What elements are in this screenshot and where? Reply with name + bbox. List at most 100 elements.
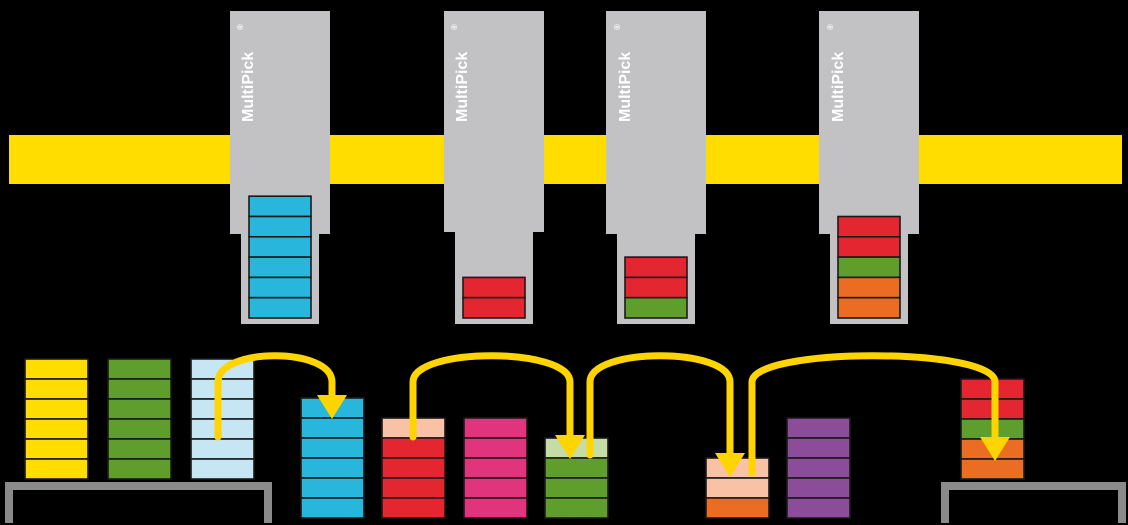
arrow-shaft	[586, 352, 734, 459]
held-crate	[837, 276, 901, 299]
picker-body	[444, 11, 544, 232]
held-crate	[248, 215, 312, 238]
held-crate	[462, 296, 526, 319]
held-crate	[462, 276, 526, 299]
held-crate	[837, 256, 901, 279]
floor-trays	[5, 482, 1126, 523]
arrow-head	[555, 435, 585, 459]
transfer-arrow	[748, 352, 1010, 477]
crate	[190, 378, 255, 400]
crate	[300, 477, 365, 499]
registered-mark: ®	[450, 24, 459, 30]
held-crate	[837, 296, 901, 319]
multipick-unit: MultiPick ®	[230, 11, 330, 324]
picker-label: MultiPick	[240, 52, 257, 122]
floor-tray-left	[5, 482, 272, 523]
crate-stack	[300, 397, 365, 519]
picker-body	[606, 11, 706, 234]
held-crate	[624, 296, 688, 319]
multipick-unit: MultiPick ®	[606, 11, 706, 324]
multipick-unit: MultiPick ®	[819, 11, 919, 324]
crate	[463, 497, 528, 519]
crate	[300, 497, 365, 519]
crate	[190, 418, 255, 440]
crate-stack	[24, 358, 89, 480]
picker-label: MultiPick	[617, 52, 634, 122]
crate-stack	[463, 417, 528, 519]
crate	[24, 458, 89, 480]
multipick-units: MultiPick ® MultiPick ® MultiPick ® MultiPick ®	[230, 11, 919, 324]
crate	[300, 457, 365, 479]
crate	[107, 378, 172, 400]
crate	[786, 417, 851, 439]
crate	[786, 457, 851, 479]
crate	[107, 438, 172, 460]
crate	[24, 358, 89, 380]
arrow-head	[980, 437, 1010, 461]
crate	[786, 477, 851, 499]
crate	[381, 497, 446, 519]
crate	[463, 477, 528, 499]
crate	[544, 497, 609, 519]
crate	[960, 458, 1025, 480]
crate	[107, 398, 172, 420]
crate	[190, 398, 255, 420]
crate	[786, 437, 851, 459]
picker-label: MultiPick	[830, 52, 847, 122]
held-crate	[248, 276, 312, 299]
crate	[107, 458, 172, 480]
crate-stack	[544, 437, 609, 519]
crate-stack	[381, 417, 446, 519]
crate	[24, 378, 89, 400]
crate	[544, 477, 609, 499]
crate-stack	[107, 358, 172, 480]
crate	[107, 358, 172, 380]
crate	[705, 497, 770, 519]
floor-crate-stacks	[24, 358, 1025, 519]
arrow-head	[715, 453, 745, 477]
crate	[381, 477, 446, 499]
crate	[190, 438, 255, 460]
held-crate	[248, 236, 312, 258]
transfer-arrows	[214, 352, 1010, 477]
registered-mark: ®	[236, 24, 245, 30]
crate-stack	[705, 457, 770, 519]
arrow-shaft	[748, 352, 999, 477]
transfer-arrow	[214, 352, 347, 441]
overhead-rail	[9, 135, 1122, 184]
crate	[786, 497, 851, 519]
multipick-unit: MultiPick ®	[444, 11, 544, 324]
picker-label: MultiPick	[454, 52, 471, 122]
held-crate	[248, 195, 312, 218]
held-crate	[624, 276, 688, 299]
crate	[381, 457, 446, 479]
transfer-arrow	[409, 352, 585, 459]
crate	[107, 418, 172, 440]
held-crate	[624, 256, 688, 279]
crate	[24, 398, 89, 420]
crate	[24, 438, 89, 460]
picker-body	[819, 11, 919, 234]
registered-mark: ®	[826, 24, 835, 30]
transfer-arrow	[586, 352, 745, 477]
crate-stack	[786, 417, 851, 519]
held-crate	[837, 215, 901, 238]
held-crate	[248, 296, 312, 319]
held-crate	[837, 236, 901, 258]
crate	[300, 417, 365, 439]
crate	[463, 437, 528, 459]
crate	[544, 457, 609, 479]
crate	[463, 457, 528, 479]
crate	[463, 417, 528, 439]
held-crate	[248, 256, 312, 279]
crate	[190, 458, 255, 480]
registered-mark: ®	[613, 24, 622, 30]
arrow-head	[317, 395, 347, 419]
crate	[300, 437, 365, 459]
crate	[705, 477, 770, 499]
crate	[381, 437, 446, 459]
arrow-shaft	[409, 352, 574, 441]
arrow-shaft	[214, 352, 336, 441]
